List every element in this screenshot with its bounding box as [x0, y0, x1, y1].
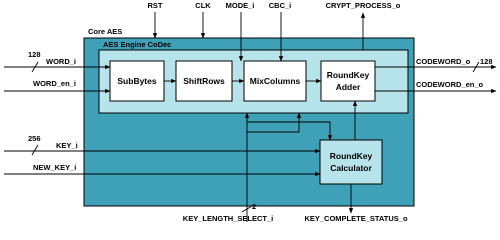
engine-feedback-wire	[247, 112, 302, 133]
subbytes-block	[109, 60, 165, 102]
codeword-label: CODEWORD_o	[416, 57, 471, 66]
mixcolumns-block	[243, 60, 307, 102]
aes-block-diagram: Core AES AES Engine CoDec SubBytes Shift…	[4, 1, 497, 223]
crypt-process-label: CRYPT_PROCESS_o	[326, 1, 401, 10]
roundkey-adder-label-line1: RoundKey	[327, 70, 370, 80]
word-label: WORD_i	[46, 57, 76, 66]
roundkey-adder-block	[320, 60, 376, 102]
subbytes-label: SubBytes	[117, 76, 156, 86]
new-key-label: NEW_KEY_i	[33, 163, 76, 172]
clk-label: CLK	[195, 1, 211, 10]
key-label: KEY_i	[56, 141, 78, 150]
rst-label: RST	[148, 1, 163, 10]
word-width-label: 128	[28, 50, 41, 59]
roundkey-calculator-label-line1: RoundKey	[330, 151, 373, 161]
cbc-label: CBC_i	[269, 1, 292, 10]
codeword-en-label: CODEWORD_en_o	[416, 80, 484, 89]
key-length-label: KEY_LENGTH_SELECT_i	[183, 214, 273, 223]
codeword-width-label: 128	[480, 57, 493, 66]
mode-label: MODE_i	[226, 1, 255, 10]
key-bus-slash	[31, 144, 39, 156]
roundkey-adder-label-line2: Adder	[336, 82, 361, 92]
key-width-label: 256	[28, 134, 41, 143]
shiftrows-label: ShiftRows	[183, 76, 225, 86]
roundkey-calculator-block	[319, 139, 383, 185]
key-complete-label: KEY_COMPLETE_STATUS_o	[304, 214, 407, 223]
aes-engine-label: AES Engine CoDec	[103, 40, 171, 49]
key-length-width-label: 2	[252, 202, 256, 211]
word-en-label: WORD_en_i	[33, 79, 76, 88]
key-length-bus-slash	[241, 205, 253, 213]
mixcolumns-label: MixColumns	[250, 76, 301, 86]
core-aes-label: Core AES	[88, 27, 122, 36]
roundkey-calculator-label-line2: Calculator	[330, 163, 372, 173]
